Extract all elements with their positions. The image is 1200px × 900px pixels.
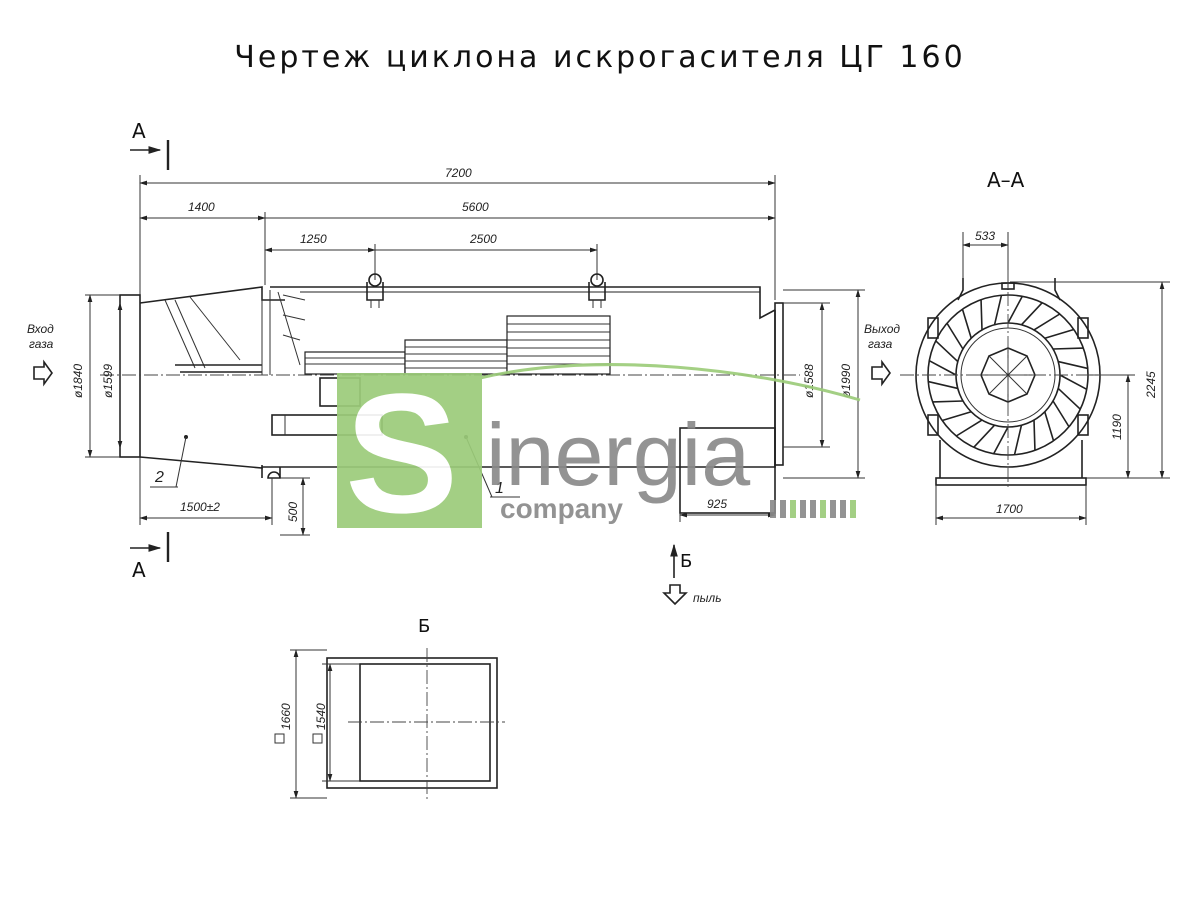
dim-925: 925 [707,497,727,511]
section-marker-a-top: А [130,119,170,170]
dim-1700: 1700 [996,502,1023,516]
dimension-diameters-right: ø1588 ø1990 [783,289,865,479]
swirl-blade [992,426,1009,455]
logo-wordmark: inergia [486,405,750,504]
gas-inlet-callout: Вход газа [27,322,54,387]
dim-5600: 5600 [462,200,489,214]
swirl-blade [1058,360,1088,370]
swirl-blade [1059,374,1088,391]
dimension-chain-bottom: 1500±2 500 925 [139,477,776,536]
logo-bar [850,500,856,518]
logo-bar [790,500,796,518]
logo-bar [810,500,816,518]
logo-bar [840,500,846,518]
part-label-2: 2 [154,469,164,486]
dim-sq1540: 1540 [314,703,328,730]
section-label-a-top: А [132,119,146,143]
dim-2500: 2500 [469,232,497,246]
view-b-title: Б [418,616,430,637]
hub-spoke [988,355,1009,376]
swirl-blade [973,424,996,448]
dust-arrow-icon [662,584,688,606]
sinergia-logo: S inergia company [337,359,861,549]
gas-in-arrow-icon [33,359,53,387]
logo-bar [770,500,776,518]
part-label-1: 1 [495,480,504,497]
swirl-blade [935,340,959,363]
swirl-blade [941,411,972,422]
swirl-blades [928,295,1088,455]
dim-533: 533 [975,229,995,243]
dim-1500: 1500±2 [180,500,220,514]
swirl-blade [1007,295,1024,324]
swirl-blade [980,299,983,330]
swirl-blade [1044,328,1075,339]
dust-label: пыль [693,591,722,605]
logo-bar [820,500,826,518]
dim-7200: 7200 [445,166,472,180]
gas-out-label-1: Выход [864,322,900,336]
dim-1190: 1190 [1110,414,1124,440]
square-symbol-icon [312,733,323,744]
section-aa-view: А–А 533 2245 1190 1700 [900,168,1170,525]
svg-text:S: S [345,359,458,549]
dim-500: 500 [286,502,300,522]
section-label-a-bottom: А [132,558,146,582]
gas-out-arrow-icon [871,359,891,387]
gas-out-label-2: газа [868,337,893,351]
swirl-blade [1033,420,1036,451]
dim-1250: 1250 [300,232,327,246]
swirl-blade [1053,347,1084,350]
swirl-blade [1052,400,1070,428]
swirl-blade [1020,302,1043,326]
section-marker-a-bottom: А [130,532,170,582]
dim-d1588: ø1588 [802,364,816,398]
swirl-blade [1033,313,1061,331]
section-aa-title: А–А [987,168,1025,192]
logo-bar [830,500,836,518]
swirl-blade [928,380,958,390]
logo-subtitle: company [500,493,623,524]
lifting-lug-left [366,273,384,308]
dim-1400: 1400 [188,200,215,214]
dim-2245: 2245 [1144,371,1158,399]
swirl-blade [946,322,964,350]
view-b: Б 1660 1540 [274,616,505,800]
dimension-chain-top: 7200 1400 5600 1250 2500 [139,166,776,525]
dim-sq1660: 1660 [279,703,293,730]
dim-d1990: ø1990 [839,364,853,398]
hub-spoke [1007,374,1028,395]
swirl-blade [1044,411,1055,442]
swirl-blade [993,295,1003,325]
swirl-blade [1057,387,1081,410]
logo-bar [780,500,786,518]
hub-spoke [1007,355,1028,376]
view-b-arrow: Б пыль [662,543,722,606]
logo-bar [800,500,806,518]
gas-in-label-2: газа [29,337,54,351]
swirl-blade [1013,425,1023,455]
gas-in-label-1: Вход [27,322,54,336]
lifting-lug-right [588,273,606,308]
swirl-blade [928,359,957,376]
swirl-blade [961,308,972,339]
view-b-arrow-label: Б [680,551,692,572]
hub-spoke [988,374,1009,395]
gas-outlet-callout: Выход газа [864,322,900,387]
dim-d1840: ø1840 [71,364,85,398]
swirl-blade [955,419,983,437]
dimension-diameters-left: ø1840 ø1599 [71,294,123,458]
dim-d1599: ø1599 [101,364,115,398]
page-title: Чертеж циклона искрогасителя ЦГ 160 [234,40,966,75]
square-symbol-icon [274,733,285,744]
swirl-blade [932,400,963,403]
